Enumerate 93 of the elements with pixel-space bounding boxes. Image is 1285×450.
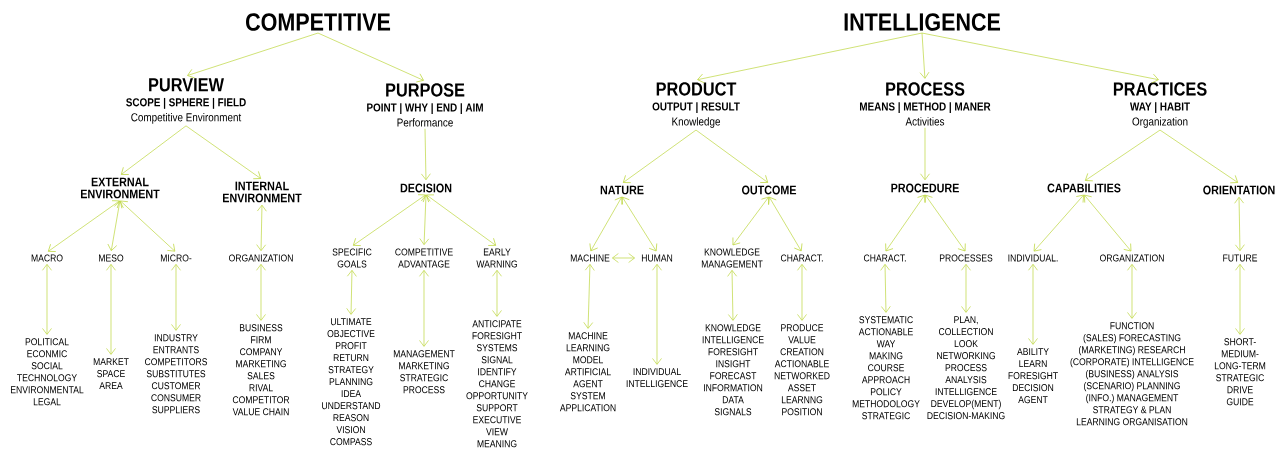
term-list: PLAN, COLLECTION LOOK NETWORKING PROCESS ANALYSIS INTELLIGENCE DEVELOP(MENT) DECISION-MAKING (927, 316, 1005, 420)
subcategory-heading: INTERNAL ENVIRONMENT (223, 181, 302, 203)
arrow (256, 204, 267, 251)
term-list: MARKET SPACE AREA (93, 358, 129, 390)
arrow (492, 269, 502, 317)
item-label: PROCESSES (939, 254, 993, 262)
item-label: MACRO (31, 254, 63, 262)
arrow (727, 269, 738, 321)
item-label: HUMAN (641, 254, 673, 262)
arrow (695, 129, 769, 183)
term-list: INDUSTRY ENTRANTS COMPETITORS SUBSTITUTES CUSTOMER CONSUMER SUPPLIERS (145, 334, 208, 414)
subcategory-heading: OUTCOME (742, 185, 797, 195)
arrow (1033, 194, 1084, 252)
arrow (880, 263, 891, 313)
term-list: INDIVIDUAL INTELLIGENCE (626, 368, 688, 388)
arrow (583, 263, 595, 329)
term-list: SYSTEMATIC ACTIONABLE WAY MAKING COURSE APPROACH POLICY METHODOLOGY STRATEGIC (852, 316, 920, 420)
item-label: INDIVIDUAL. (1008, 254, 1058, 262)
arrow (1084, 129, 1161, 182)
arrow (171, 263, 181, 331)
term-list: PRODUCE VALUE CREATION ACTIONABLE NETWORKED ASSET LEARNNG POSITION (774, 324, 830, 416)
category-heading: PRODUCT OUTPUT | RESULT Knowledge (652, 82, 740, 128)
arrow (419, 269, 429, 347)
term-list: MANAGEMENT MARKETING STRATEGIC PROCESS (393, 350, 455, 394)
arrow (589, 196, 623, 252)
arrow (1127, 263, 1137, 319)
arrow (426, 194, 497, 246)
arrow (421, 128, 431, 181)
subcategory-heading: NATURE (600, 185, 644, 195)
main-heading: INTELLIGENCE (844, 13, 1000, 31)
arrow (732, 196, 770, 246)
arrow (346, 269, 357, 315)
subcategory-heading: ORIENTATION (1203, 185, 1275, 195)
arrow (1084, 194, 1132, 252)
arrow (797, 263, 807, 321)
item-label: SPECIFIC GOALS (332, 248, 372, 268)
term-list: ABILITY LEARN FORESIGHT DECISION AGENT (1008, 348, 1058, 404)
term-list: MACHINE LEARNING MODEL ARTIFICIAL AGENT SYSTEM APPLICATION (559, 332, 616, 412)
term-list: BUSINESS FIRM COMPANY MARKETING SALES RIVAL COMPETITOR VALUE CHAIN (232, 324, 290, 416)
arrow (652, 263, 662, 365)
arrow (920, 127, 930, 181)
category-heading: PROCESS MEANS | METHOD | MANER Activities (860, 82, 991, 126)
arrow (317, 32, 424, 83)
arrow (961, 263, 971, 313)
item-label: CHARACT. (780, 254, 823, 262)
term-list: KNOWLEDGE INTELLIGENCE FORESIGHT INSIGHT FORECAST INFORMATION DATA SIGNALS (702, 324, 764, 416)
arrow (924, 194, 966, 252)
category-heading: PURPOSE POINT | WHY | END | AIM Performance (367, 83, 483, 127)
arrow (697, 32, 923, 84)
term-list: ANTICIPATE FORESIGHT SYSTEMS SIGNAL IDENTIFY CHANGE OPPORTUNITY SUPPORT EXECUTIVE VIEW MEANING (466, 320, 528, 448)
arrow (187, 32, 319, 79)
item-label: COMPETITIVE ADVANTAGE (395, 248, 453, 268)
term-list: POLITICAL ECONMIC SOCIAL TECHNOLOGY ENVIRONMENTAL LEGAL (11, 338, 84, 406)
arrow (1028, 263, 1038, 345)
item-label: KNOWLEDGE MANAGEMENT (701, 248, 763, 268)
item-label: CHARACT. (863, 254, 906, 262)
arrow (120, 125, 187, 175)
item-label: MICRO- (160, 254, 192, 262)
item-label: MACHINE (570, 254, 610, 262)
arrow (419, 194, 431, 246)
arrow (622, 129, 697, 183)
arrow (1234, 196, 1245, 252)
arrow (256, 263, 266, 321)
term-list: ULTIMATE OBJECTIVE PROFIT RETURN STRATEGY PLANNING IDEA UNDERSTAND REASON VISION COMPASS (322, 318, 381, 446)
arrow (42, 263, 52, 335)
item-label: ORGANIZATION (229, 254, 293, 262)
item-label: FUTURE (1223, 254, 1258, 262)
arrow (919, 32, 930, 79)
category-heading: PRACTICES WAY | HABIT Organization (1113, 82, 1207, 128)
arrow (612, 253, 635, 263)
arrow (1235, 263, 1245, 335)
item-label: ORGANIZATION (1100, 254, 1164, 262)
item-label: EARLY WARNING (476, 248, 517, 268)
item-label: MESO (99, 254, 124, 262)
subcategory-heading: DECISION (400, 183, 452, 193)
main-heading: COMPETITIVE (246, 13, 391, 31)
arrow (768, 196, 803, 252)
arrow (185, 125, 262, 180)
arrow (885, 194, 926, 252)
arrow (47, 200, 120, 252)
subcategory-heading: EXTERNAL ENVIRONMENT (81, 177, 160, 199)
term-list: FUNCTION (SALES) FORECASTING (MARKETING) RESEARCH (CORPORATE) INTELLIGENCE (BUSINESS) ANALYSIS (SCENARIO) PLANNING (INFO.) MANAGEMENT STRATEGY & PLAN LEARNING ORGANISATION (1070, 322, 1194, 426)
category-heading: PURVIEW SCOPE | SPHERE | FIELD Competitive Environment (126, 78, 246, 124)
arrow (120, 200, 176, 252)
subcategory-heading: CAPABILITIES (1047, 183, 1121, 193)
arrow (352, 194, 426, 246)
subcategory-heading: PROCEDURE (891, 183, 959, 193)
arrow (106, 263, 116, 355)
arrow (921, 32, 1159, 84)
term-list: SHORT- MEDIUM- LONG-TERM STRATEGIC DRIVE GUIDE (1214, 338, 1266, 406)
arrow (107, 200, 124, 252)
arrow (1159, 129, 1239, 184)
arrow (621, 196, 658, 252)
